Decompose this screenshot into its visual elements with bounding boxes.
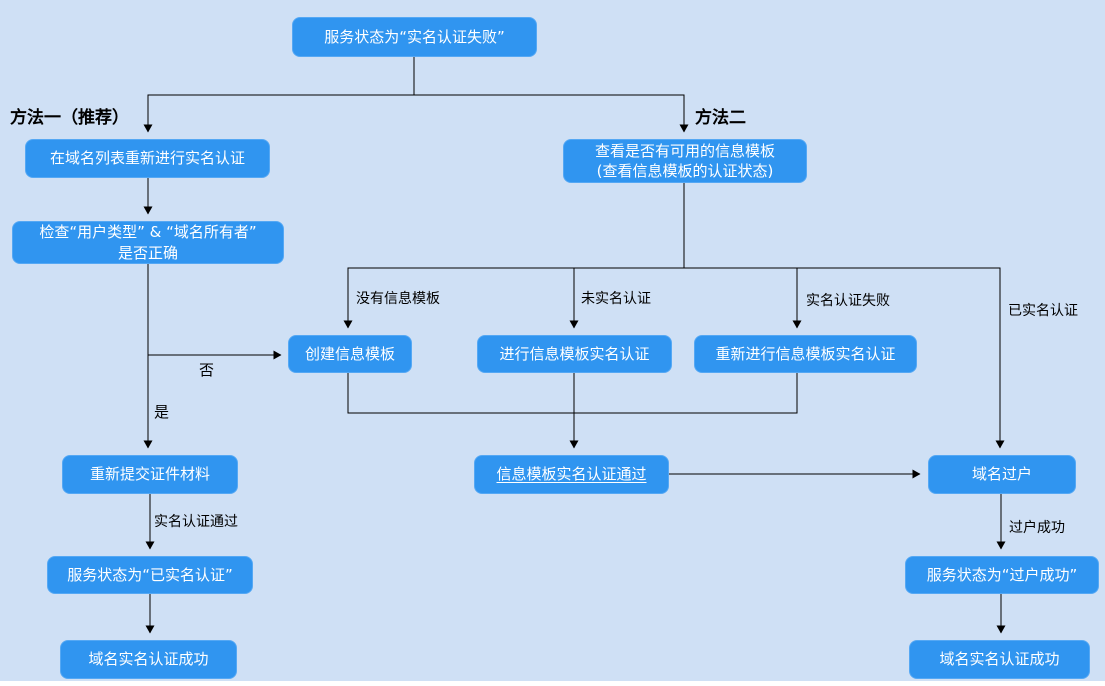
node-domain-auth-success-right: 域名实名认证成功 [909,640,1090,679]
node-create-template: 创建信息模板 [288,335,412,373]
node-do-template-auth: 进行信息模板实名认证 [477,335,672,373]
label-already-authenticated: 已实名认证 [1008,303,1078,319]
label-not-authenticated: 未实名认证 [581,291,651,307]
label-method2: 方法二 [695,108,746,128]
node-check-user-type-owner: 检查“用户类型” & “域名所有者” 是否正确 [12,221,284,264]
label-no-template: 没有信息模板 [356,291,440,307]
node-service-status-failed: 服务状态为“实名认证失败” [292,17,537,57]
node-status-authenticated: 服务状态为“已实名认证” [47,556,253,594]
node-domain-auth-success-left: 域名实名认证成功 [60,640,237,679]
node-status-transfer-success: 服务状态为“过户成功” [905,556,1099,594]
node-check-available-template: 查看是否有可用的信息模板 (查看信息模板的认证状态) [563,139,807,183]
label-no: 否 [199,361,215,379]
label-auth-failed: 实名认证失败 [806,293,890,309]
bottom-strip [0,681,1105,686]
node-domain-transfer: 域名过户 [928,455,1076,494]
node-template-auth-passed: 信息模板实名认证通过 [474,455,669,494]
node-redo-auth-in-domain-list: 在域名列表重新进行实名认证 [25,139,270,178]
node-resubmit-documents: 重新提交证件材料 [62,455,238,494]
node-redo-template-auth: 重新进行信息模板实名认证 [694,335,917,373]
label-method1: 方法一（推荐） [10,108,129,128]
label-auth-passed: 实名认证通过 [154,514,238,530]
label-yes: 是 [154,403,170,421]
label-transfer-success: 过户成功 [1009,520,1065,536]
